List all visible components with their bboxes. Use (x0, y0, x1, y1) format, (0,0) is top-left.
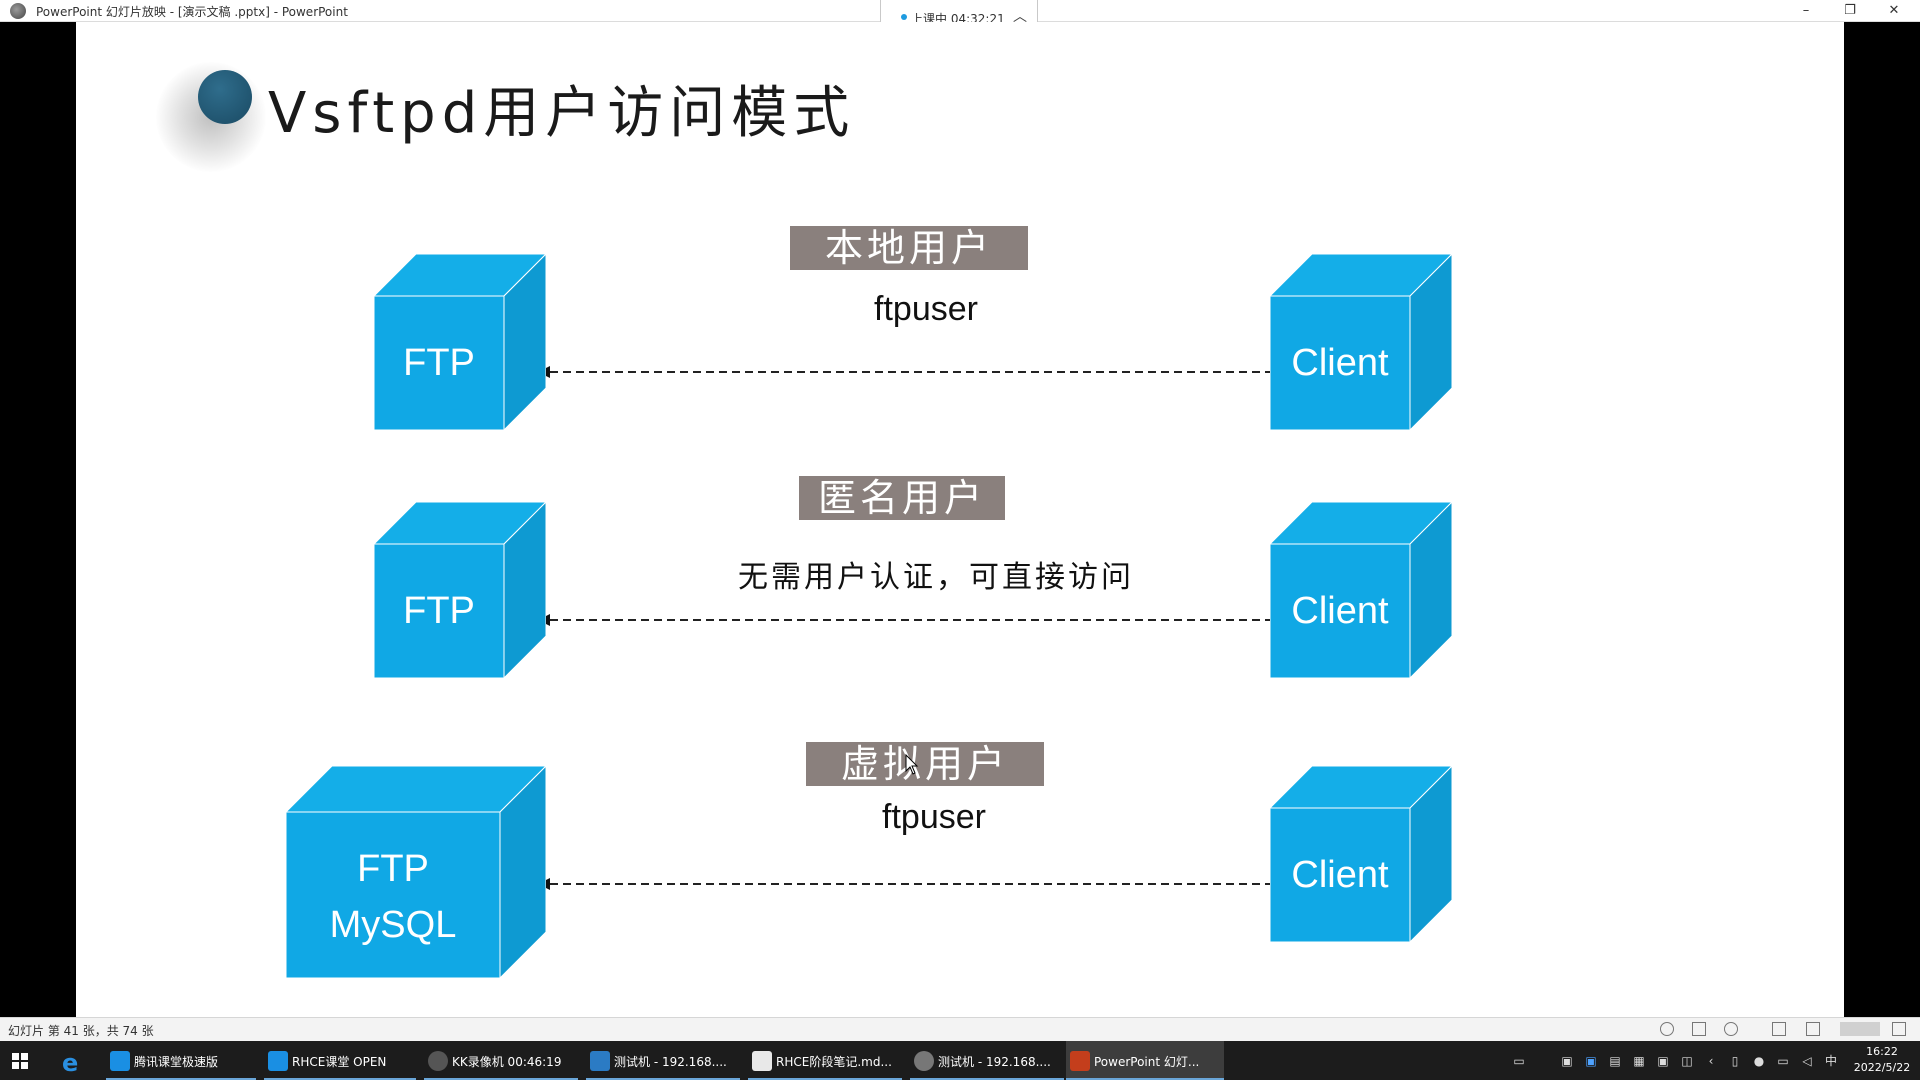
taskbar-item-test-machine-2[interactable]: 测试机 - 192.168.... (910, 1041, 1064, 1080)
clock-time: 16:22 (1866, 1045, 1898, 1058)
cube-ftp-anonymous (374, 502, 546, 678)
restore-button[interactable]: ❐ (1844, 3, 1856, 18)
cube-client-anonymous (1270, 502, 1452, 678)
cube-label-ftp: FTP (403, 590, 475, 632)
chevron-up-icon[interactable]: ︿ (1013, 9, 1027, 25)
network-icon[interactable]: ▭ (1777, 1054, 1789, 1068)
taskbar-item-typora[interactable]: RHCE阶段笔记.md... (748, 1041, 902, 1080)
taskbar-item-powerpoint[interactable]: PowerPoint 幻灯... (1066, 1041, 1224, 1080)
slide-canvas: Vsftpd用户访问模式 本地用户 匿名用户 虚拟用户 ftpuser 无需用户… (76, 22, 1844, 1017)
mouse-cursor-icon (905, 754, 919, 775)
connector-anonymous (538, 614, 1358, 626)
edge-browser-icon[interactable]: e (62, 1049, 79, 1077)
cube-label-client: Client (1291, 854, 1389, 896)
tray-app-icon[interactable]: ▤ (1609, 1054, 1621, 1068)
slideshow-icon[interactable] (1892, 1022, 1906, 1036)
connector-virtual (538, 878, 1358, 890)
live-dot-icon (901, 14, 907, 20)
cube-label-mysql: MySQL (329, 904, 457, 946)
caption-anonymous: 无需用户认证，可直接访问 (738, 560, 1134, 595)
taskbar-item-test-machine-1[interactable]: 测试机 - 192.168.... (586, 1041, 740, 1080)
tray-app-icon[interactable]: ▣ (1657, 1054, 1669, 1068)
powerpoint-icon (1070, 1051, 1090, 1071)
window-title: PowerPoint 幻灯片放映 - [演示文稿 .pptx] - PowerP… (36, 5, 348, 19)
ime-indicator[interactable]: 中 (1824, 1054, 1837, 1068)
recorder-icon (428, 1051, 448, 1071)
cube-client-virtual (1270, 766, 1452, 942)
taskbar-item-kk-recorder[interactable]: KK录像机 00:46:19 (424, 1041, 578, 1080)
taskbar-item-rhce-class[interactable]: RHCE课堂 OPEN (264, 1041, 416, 1080)
tray-app-icon[interactable]: ▣ (1585, 1054, 1597, 1068)
typora-icon (752, 1051, 772, 1071)
cube-label-ftp: FTP (403, 342, 475, 384)
tray-app-icon[interactable]: ◫ (1681, 1054, 1693, 1068)
slide-counter: 幻灯片 第 41 张，共 74 张 (8, 1024, 154, 1038)
chat-icon[interactable]: ▭ (1513, 1054, 1525, 1068)
previous-slide-icon[interactable] (1660, 1022, 1674, 1036)
caption-virtual: ftpuser (882, 798, 986, 836)
caption-local: ftpuser (874, 290, 978, 328)
tencent-classroom-icon (268, 1051, 288, 1071)
remote-desktop-icon (590, 1051, 610, 1071)
status-bar: 幻灯片 第 41 张，共 74 张 (0, 1017, 1920, 1041)
connector-local (538, 366, 1358, 378)
microphone-icon[interactable]: ● (1753, 1054, 1765, 1068)
tag-local-user: 本地用户 (790, 226, 1028, 270)
slide-sorter-icon[interactable] (1806, 1022, 1820, 1036)
volume-icon[interactable]: ◁ (1802, 1054, 1812, 1068)
tag-anonymous-user: 匿名用户 (799, 476, 1005, 520)
cube-label-ftp: FTP (357, 848, 429, 890)
chevron-left-icon[interactable]: ‹ (1708, 1054, 1714, 1068)
cube-ftp-local (374, 254, 546, 430)
title-bullet-icon (198, 70, 252, 124)
taskbar-item-tencent-classroom[interactable]: 腾讯课堂极速版 (106, 1041, 256, 1080)
next-slide-icon[interactable] (1724, 1022, 1738, 1036)
taskbar-clock[interactable]: 16:22 2022/5/22 (1852, 1044, 1912, 1076)
notes-icon[interactable] (1692, 1022, 1706, 1036)
tray-app-icon[interactable]: ▦ (1633, 1054, 1645, 1068)
taskbar: e 腾讯课堂极速版 RHCE课堂 OPEN KK录像机 00:46:19 测试机… (0, 1041, 1920, 1080)
cube-label-client: Client (1291, 342, 1389, 384)
normal-view-icon[interactable] (1772, 1022, 1786, 1036)
slide-title: Vsftpd用户访问模式 (268, 81, 856, 146)
cube-ftp-mysql (286, 766, 546, 978)
powerpoint-app-icon (10, 3, 26, 19)
reading-view-icon[interactable] (1840, 1022, 1880, 1036)
usb-icon[interactable]: ▯ (1731, 1054, 1739, 1068)
cube-client-local (1270, 254, 1452, 430)
cube-label-client: Client (1291, 590, 1389, 632)
windows-start-icon[interactable] (12, 1053, 28, 1069)
tray-app-icon[interactable]: ▣ (1561, 1054, 1573, 1068)
tencent-classroom-icon (110, 1051, 130, 1071)
clock-date: 2022/5/22 (1853, 1061, 1911, 1074)
close-button[interactable]: ✕ (1888, 3, 1900, 18)
vm-icon (914, 1051, 934, 1071)
tag-virtual-user: 虚拟用户 (806, 742, 1044, 786)
minimize-button[interactable]: – (1802, 3, 1810, 18)
